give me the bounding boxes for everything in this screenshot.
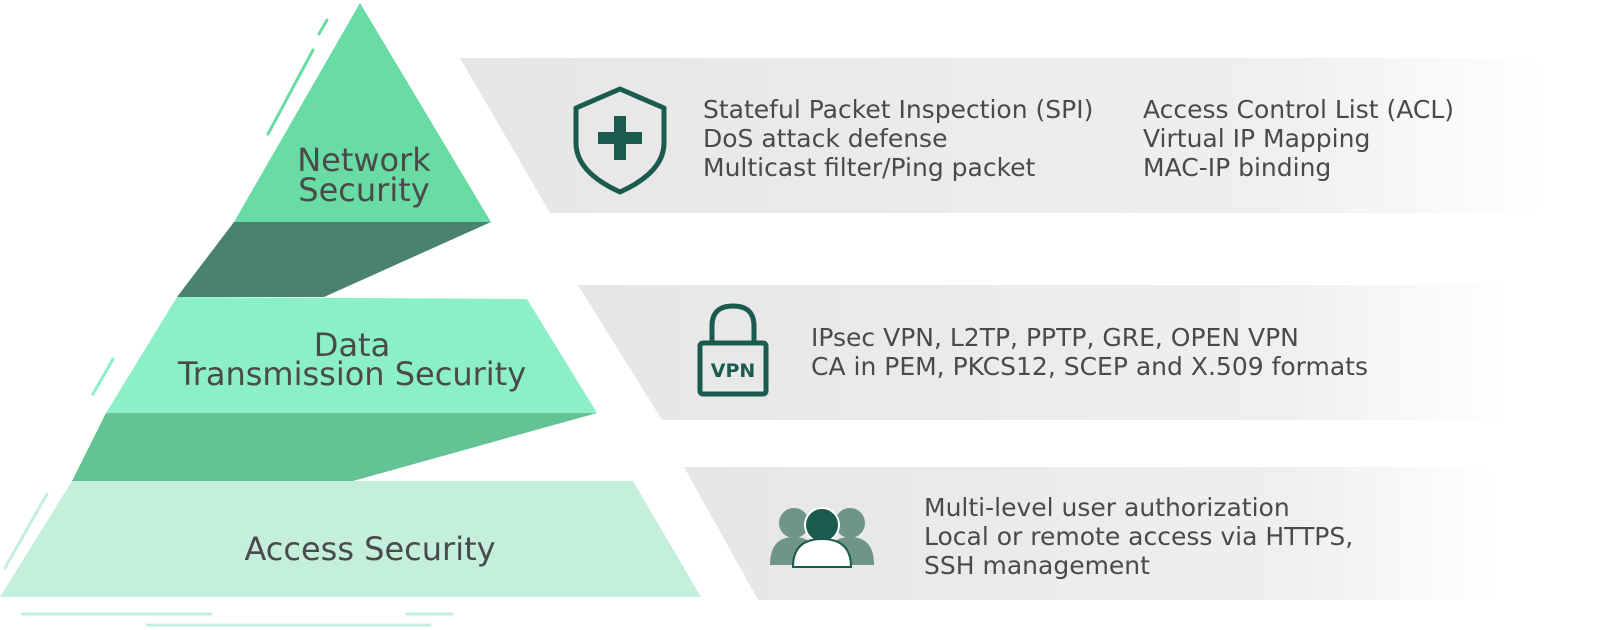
feature-item: SSH management [924, 551, 1150, 580]
data-label-line-2: Transmission Security [177, 355, 527, 393]
data-transmission-security-tier [106, 297, 597, 413]
data-feature-panel [578, 285, 1510, 420]
network-features-col1: Stateful Packet Inspection (SPI) DoS att… [703, 95, 1093, 182]
feature-item: Virtual IP Mapping [1143, 124, 1371, 153]
feature-item: Stateful Packet Inspection (SPI) [703, 95, 1094, 124]
shield-plus-icon [573, 86, 667, 195]
data-transmission-security-label: Data Transmission Security [152, 326, 552, 393]
data-label-line-1: Data [313, 326, 391, 364]
connector-band-1 [177, 222, 491, 297]
access-features: Multi-level user authorization Local or … [924, 493, 1353, 580]
feature-item: Multi-level user authorization [924, 493, 1290, 522]
feature-item: Local or remote access via HTTPS, [924, 522, 1354, 551]
vpn-icon-text: VPN [711, 360, 756, 382]
network-label-line-2: Security [298, 171, 430, 209]
network-label-line-1: Network [297, 141, 431, 179]
access-label-line-1: Access Security [244, 530, 496, 568]
access-security-label: Access Security [210, 533, 530, 565]
network-security-label: Network Security [264, 141, 464, 209]
vpn-lock-icon: VPN [697, 303, 769, 397]
feature-item: IPsec VPN, L2TP, PPTP, GRE, OPEN VPN [811, 323, 1299, 352]
decorative-lines [3, 18, 454, 627]
network-features-col2: Access Control List (ACL) Virtual IP Map… [1143, 95, 1454, 182]
feature-item: MAC-IP binding [1143, 153, 1332, 182]
network-security-tier [234, 3, 491, 222]
feature-item: CA in PEM, PKCS12, SCEP and X.509 format… [811, 352, 1369, 381]
access-security-tier [0, 481, 701, 597]
feature-item: DoS attack defense [703, 124, 948, 153]
feature-item: Multicast filter/Ping packet [703, 153, 1036, 182]
user-group-icon [770, 507, 874, 568]
data-features: IPsec VPN, L2TP, PPTP, GRE, OPEN VPN CA … [811, 323, 1368, 381]
access-feature-panel [684, 467, 1495, 600]
feature-item: Access Control List (ACL) [1143, 95, 1455, 124]
network-feature-panel [460, 58, 1545, 213]
connector-band-2 [72, 413, 597, 481]
